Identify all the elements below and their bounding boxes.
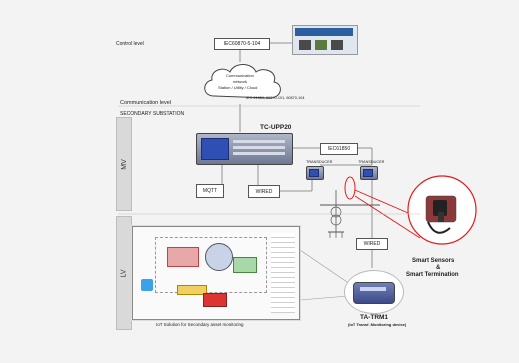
smart-sensors-line-3: Smart Termination — [406, 272, 459, 278]
ta-trm1-label: TA-TRM1 — [360, 314, 389, 321]
cloud-icon — [204, 64, 281, 99]
wired-a-label: WIRED — [255, 188, 273, 195]
smart-sensors-line-2: & — [436, 265, 441, 271]
control-level-label: Control level — [116, 41, 144, 47]
cloud-line-3: Station / Utility / Cloud — [218, 85, 258, 90]
iec61850-box: IEC61850 — [320, 143, 358, 155]
iec61850-label: IEC61850 — [327, 146, 351, 152]
iec104-box: IEC60870-5-104 — [214, 38, 270, 50]
iec104-label: IEC60870-5-104 — [223, 41, 261, 47]
wired-box-b: WIRED — [356, 238, 388, 250]
smart-sensors-line-1: Smart Sensors — [412, 258, 455, 264]
wired-box-a: WIRED — [248, 185, 280, 198]
tc-upp20-label: TC-UPP20 — [260, 124, 292, 131]
tc-upp20-device — [196, 133, 293, 165]
mv-band: MV — [116, 117, 132, 211]
transducer-b-device — [360, 166, 378, 180]
dashboard-caption: IoT Solution for Secondary asset monitor… — [156, 322, 244, 327]
lv-label: LV — [120, 268, 128, 278]
red-highlight-ellipse — [344, 176, 356, 200]
communication-level-label: Communication level — [120, 100, 172, 106]
transducer-a-label: TRANSDUCER — [306, 160, 333, 164]
transducer-a-device — [306, 166, 324, 180]
cloud-line-1: Communication — [226, 73, 254, 78]
mv-label: MV — [120, 158, 128, 170]
secondary-substation-label: SECONDARY SUBSTATION — [120, 111, 185, 117]
mqtt-label: MQTT — [202, 188, 218, 194]
monitoring-dashboard-image — [132, 226, 300, 320]
ta-trm1-device — [353, 282, 395, 304]
mqtt-box: MQTT — [196, 184, 224, 198]
cloud-line-2: network — [233, 79, 248, 84]
ta-trm1-sub-label: (IoT Transf. Monitoring device) — [348, 322, 407, 327]
wired-b-label: WIRED — [363, 241, 381, 247]
scada-screen-image — [292, 25, 358, 55]
transducer-b-label: TRANSDUCER — [358, 160, 385, 164]
lv-band: LV — [116, 216, 132, 330]
protocols-label: IEC 61850, 60870-101, 60870-104 — [246, 96, 305, 100]
